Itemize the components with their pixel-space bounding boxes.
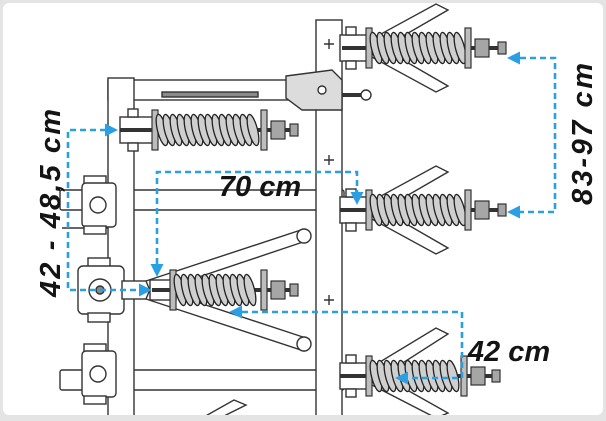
spring-washer: [464, 27, 472, 69]
implement-line-art: [59, 3, 507, 415]
mount-bolt: [127, 142, 139, 152]
clamp-bolt: [83, 225, 107, 235]
dimension-middle-horizontal: [150, 170, 364, 277]
dimension-label-left-vertical: 42 - 48,5 cm: [35, 109, 67, 298]
spring-nut: [474, 200, 490, 220]
rod-end-nut: [497, 203, 507, 217]
spring-top-left: [120, 109, 299, 151]
clamp-hole: [89, 196, 107, 214]
dimension-left-vertical: [66, 123, 152, 297]
spring-nut: [470, 366, 486, 386]
mount-bolt: [345, 222, 357, 232]
spring-coil-turn: [246, 113, 260, 147]
spring-washer: [260, 269, 268, 311]
share-bottom-left-partial: [200, 399, 248, 415]
arrowhead-left: [507, 205, 520, 219]
mount-bolt: [345, 354, 357, 364]
spring-middle-right: [340, 189, 507, 231]
spring-middle-left: [152, 269, 299, 311]
dimension-lower-horizontal: [229, 305, 464, 385]
post-cross-marks: [324, 39, 334, 305]
arrowhead-down: [350, 192, 364, 205]
rod-end-nut: [289, 123, 299, 137]
spring-coil-turn: [243, 273, 257, 307]
upper-arm-bolt: [296, 228, 312, 244]
dimension-line: [66, 128, 140, 292]
rod-end-nut: [491, 369, 501, 383]
rod-end-nut: [497, 41, 507, 55]
arrowhead-left: [229, 305, 242, 319]
dimension-line: [155, 170, 359, 264]
spring-washer: [464, 189, 472, 231]
clamp-bolt: [83, 395, 107, 405]
arrowhead-down: [150, 264, 164, 277]
spring-coil-turn: [453, 31, 467, 65]
lower-arm-bolt: [296, 336, 312, 352]
arrowhead-left: [395, 371, 408, 385]
dimension-line: [520, 56, 557, 214]
arrowhead-right: [105, 123, 118, 137]
spring-nut: [270, 280, 286, 300]
mount-bolt: [345, 26, 357, 36]
mount-bolt: [345, 388, 357, 398]
dimension-label-middle-horizontal: 70 cm: [219, 171, 301, 203]
mount-bolt: [127, 108, 139, 118]
top-pin: [360, 89, 372, 101]
top-hitch-plate: [285, 69, 343, 111]
top-crossbar-rail: [161, 91, 259, 98]
spring-coil-turn: [446, 359, 460, 393]
mount-bolt: [345, 60, 357, 70]
dimension-line: [242, 310, 464, 380]
rod-end-nut: [289, 283, 299, 297]
hitch-bolt: [87, 312, 111, 323]
left-clamp-upper: [81, 175, 117, 235]
spring-nut: [474, 38, 490, 58]
spring-bottom-right: [340, 355, 501, 397]
arrowhead-right: [139, 283, 152, 297]
spring-top-right: [342, 27, 507, 69]
left-clamp-lower: [81, 343, 117, 405]
spring-assemblies: [120, 27, 507, 397]
dimension-label-lower-horizontal: 42 cm: [467, 336, 550, 368]
spring-washer: [260, 109, 268, 151]
clamp-hole: [89, 365, 107, 383]
spring-coil-turn: [453, 193, 467, 227]
dimension-right-vertical: [507, 51, 557, 219]
dimension-lines: [66, 51, 557, 385]
dimension-label-right-vertical: 83-97 cm: [567, 63, 599, 205]
top-plate-bolt: [317, 85, 327, 95]
arrowhead-left: [507, 51, 520, 65]
spring-nut: [270, 120, 286, 140]
